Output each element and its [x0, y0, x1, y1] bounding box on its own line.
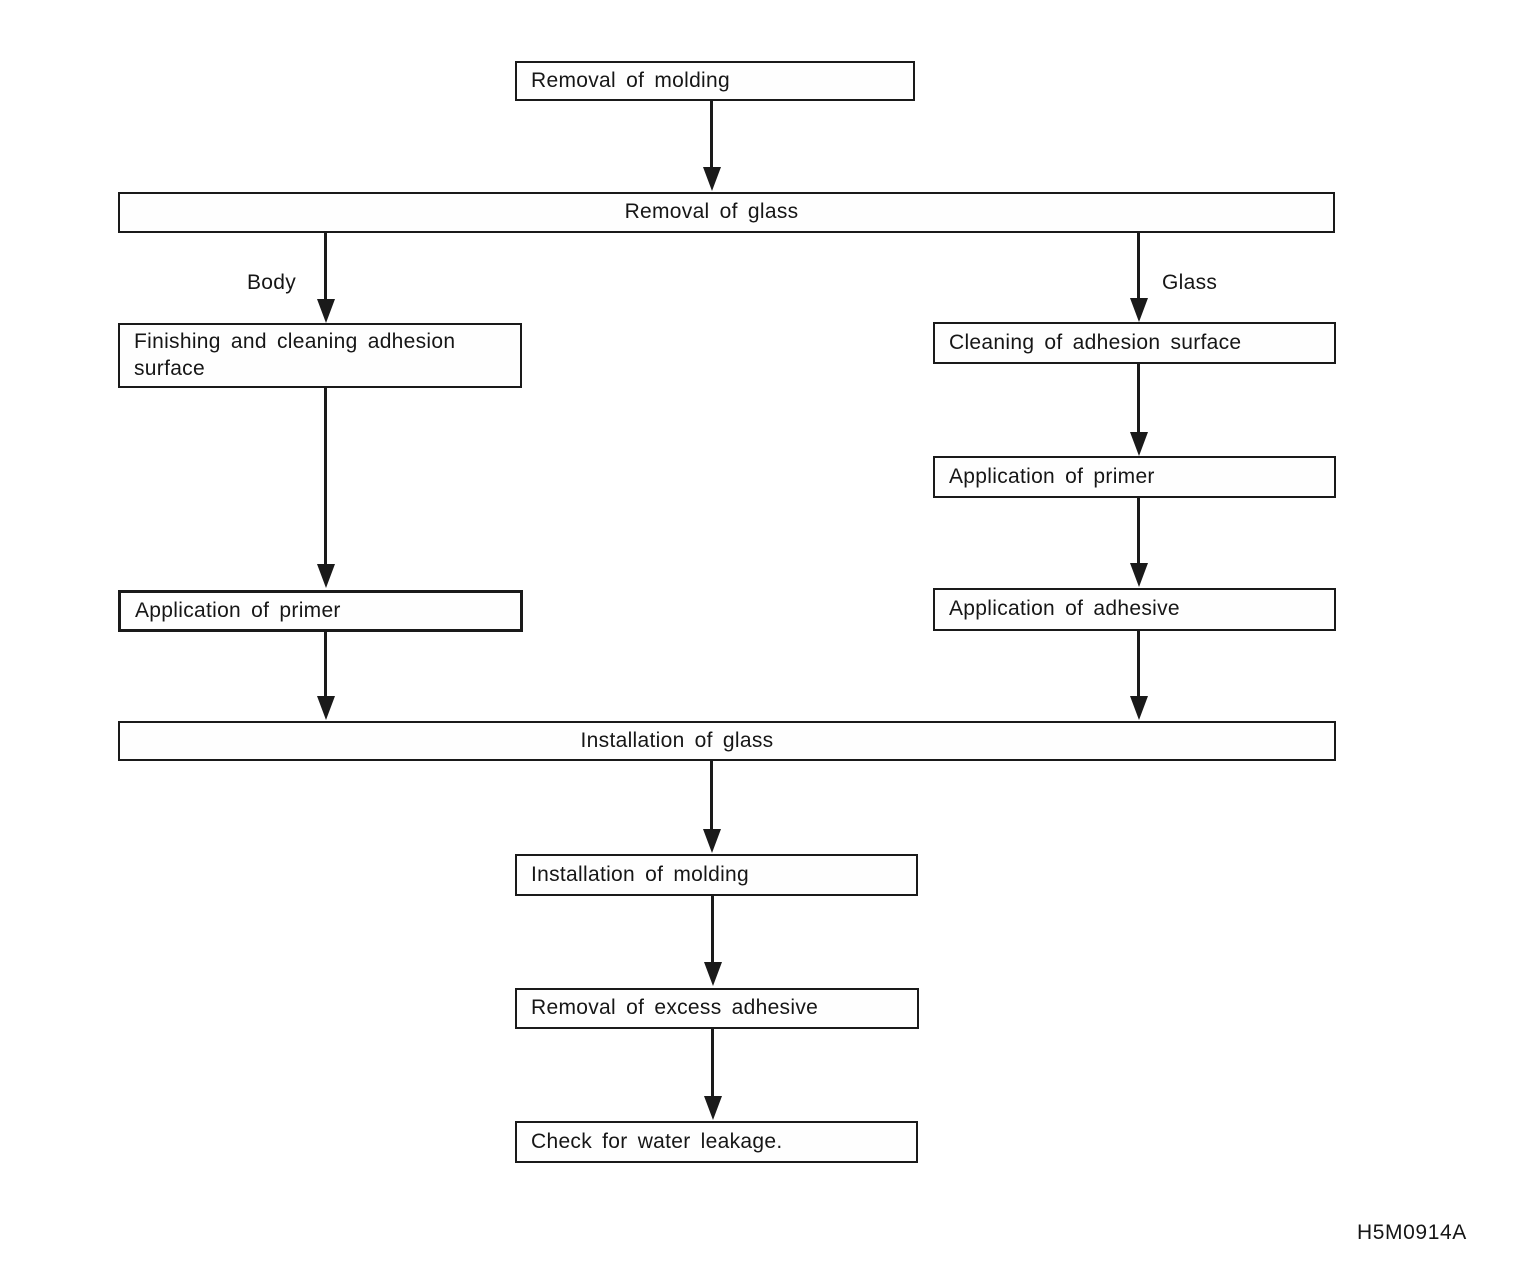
node-application-of-primer-glass: Application of primer — [933, 456, 1336, 498]
arrow-down-icon — [703, 829, 721, 853]
branch-label-body: Body — [247, 271, 297, 294]
connector-line — [1137, 498, 1140, 567]
arrow-down-icon — [703, 167, 721, 191]
node-label: Removal of molding — [531, 68, 730, 92]
node-label: Finishing and cleaning adhesion surface — [134, 329, 456, 380]
connector-line — [1137, 631, 1140, 700]
connector-line — [324, 388, 327, 568]
connector-line — [710, 761, 713, 833]
node-finishing-and-cleaning-adhesion-surface: Finishing and cleaning adhesion surface — [118, 323, 522, 388]
node-removal-of-excess-adhesive: Removal of excess adhesive — [515, 988, 919, 1029]
arrow-down-icon — [704, 1096, 722, 1120]
node-application-of-primer-body: Application of primer — [118, 590, 523, 632]
node-label: Installation of glass — [580, 728, 774, 752]
figure-code: H5M0914A — [1357, 1221, 1467, 1244]
connector-line — [1137, 233, 1140, 302]
node-label: Application of adhesive — [949, 597, 1180, 621]
arrow-down-icon — [1130, 298, 1148, 322]
node-installation-of-glass: Installation of glass — [118, 721, 1336, 761]
branch-label-glass: Glass — [1162, 271, 1218, 294]
arrow-down-icon — [1130, 563, 1148, 587]
arrow-down-icon — [1130, 696, 1148, 720]
connector-line — [1137, 364, 1140, 436]
arrow-down-icon — [1130, 432, 1148, 456]
node-label: Cleaning of adhesion surface — [949, 330, 1242, 354]
connector-line — [324, 632, 327, 700]
connector-line — [711, 896, 714, 966]
node-removal-of-molding: Removal of molding — [515, 61, 915, 101]
arrow-down-icon — [317, 564, 335, 588]
connector-line — [710, 101, 713, 171]
node-label: Check for water leakage. — [531, 1129, 783, 1153]
node-label: Removal of glass — [624, 200, 799, 224]
node-removal-of-glass: Removal of glass — [118, 192, 1335, 233]
arrow-down-icon — [317, 696, 335, 720]
node-application-of-adhesive: Application of adhesive — [933, 588, 1336, 631]
node-cleaning-of-adhesion-surface: Cleaning of adhesion surface — [933, 322, 1336, 364]
node-label: Removal of excess adhesive — [531, 996, 819, 1020]
arrow-down-icon — [317, 299, 335, 323]
node-label: Application of primer — [949, 464, 1155, 488]
node-check-for-water-leakage: Check for water leakage. — [515, 1121, 918, 1163]
connector-line — [324, 233, 327, 303]
connector-line — [711, 1029, 714, 1100]
node-label: Application of primer — [135, 598, 341, 622]
node-label: Installation of molding — [531, 862, 750, 886]
arrow-down-icon — [704, 962, 722, 986]
node-installation-of-molding: Installation of molding — [515, 854, 918, 896]
